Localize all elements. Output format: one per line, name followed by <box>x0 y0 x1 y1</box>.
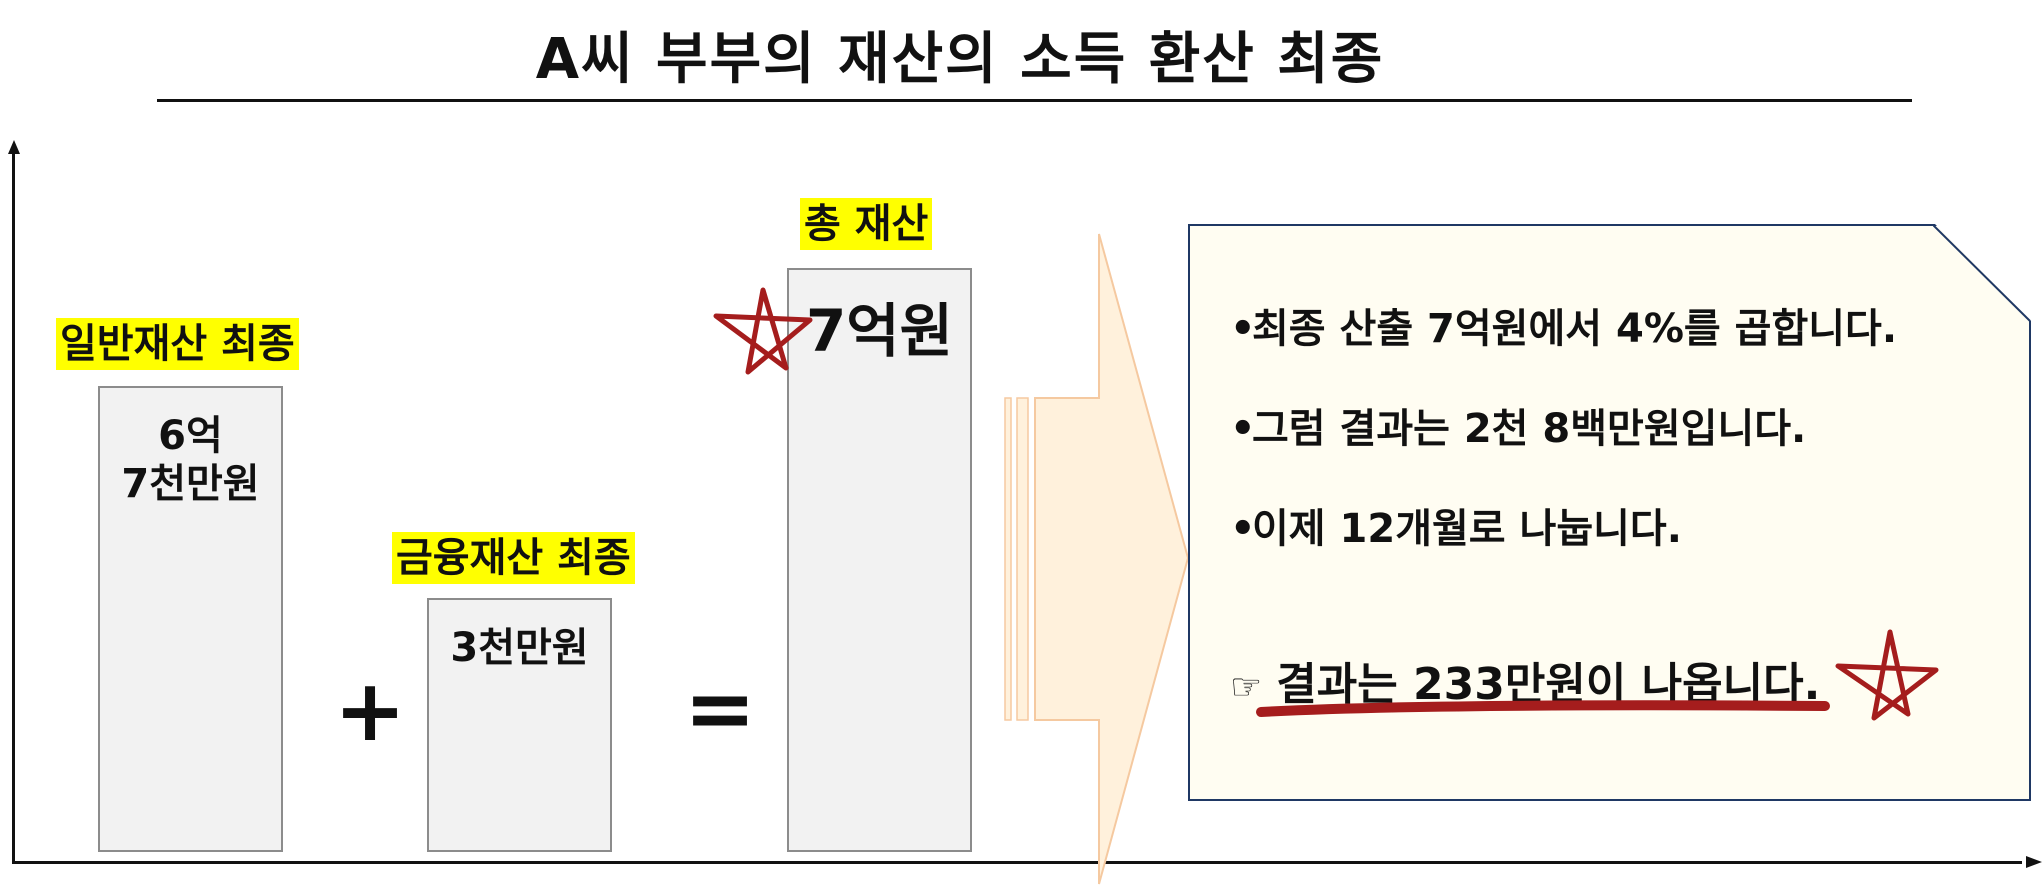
y-axis-line <box>12 150 15 864</box>
total-assets-heading: 총 재산 <box>800 198 933 250</box>
pointing-hand-icon: ☞ <box>1230 667 1263 708</box>
bullet-dot-icon: • <box>1230 506 1256 552</box>
note-bullet: •그럼 결과는 2천 8백만원입니다. <box>1230 396 1806 454</box>
note-folded-corner <box>1933 224 2031 322</box>
x-axis-line <box>12 861 2022 864</box>
note-bullet-text: 그럼 결과는 2천 8백만원입니다. <box>1252 406 1807 452</box>
bullet-dot-icon: • <box>1230 306 1256 352</box>
title-underline <box>157 99 1912 102</box>
note-bullet-text: 이제 12개월로 나눕니다. <box>1252 506 1682 552</box>
star-mark-icon <box>713 287 813 375</box>
right-arrow-icon <box>1004 233 1190 885</box>
star-mark-icon <box>1835 629 1939 721</box>
x-axis-arrowhead-icon <box>2026 856 2042 868</box>
financial-assets-value: 3천만원 <box>450 625 589 671</box>
note-bullet: •이제 12개월로 나눕니다. <box>1230 496 1682 554</box>
general-assets-bar: 6억 7천만원 <box>98 386 283 852</box>
red-underline-mark <box>1256 700 1830 717</box>
bullet-dot-icon: • <box>1230 406 1256 452</box>
total-assets-bar: 7억원 <box>787 268 972 852</box>
equals-operator: = <box>684 659 757 759</box>
y-axis-arrowhead-icon <box>8 140 20 154</box>
general-assets-heading: 일반재산 최종 <box>56 318 299 370</box>
note-bullet: •최종 산출 7억원에서 4%를 곱합니다. <box>1230 296 1897 354</box>
financial-assets-bar: 3천만원 <box>427 598 612 852</box>
page-title: A씨 부부의 재산의 소득 환산 최종 <box>535 27 1385 92</box>
note-bullet-text: 최종 산출 7억원에서 4%를 곱합니다. <box>1252 306 1898 352</box>
plus-operator: + <box>334 661 407 761</box>
financial-assets-heading: 금융재산 최종 <box>392 532 635 584</box>
general-assets-value: 6억 7천만원 <box>121 413 260 507</box>
total-assets-value: 7억원 <box>805 297 954 365</box>
